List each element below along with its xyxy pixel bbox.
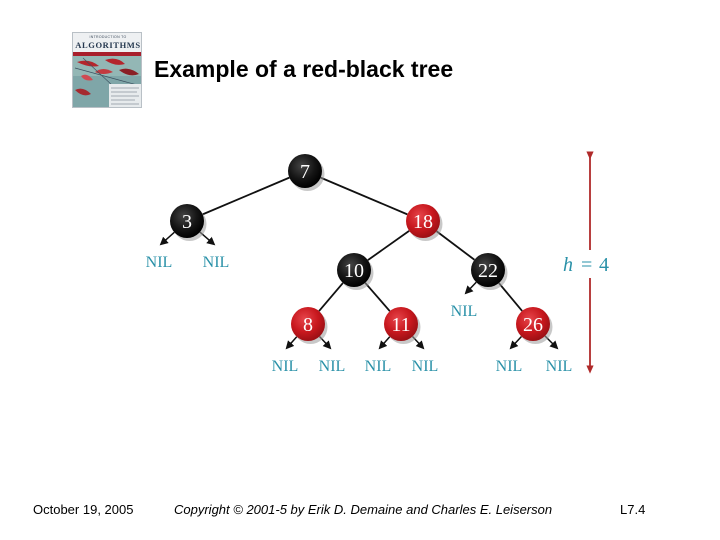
footer-page-number: L7.4 (620, 502, 646, 517)
nil-edge-22 (464, 281, 477, 295)
nil-leaf-label: NIL (272, 358, 299, 375)
height-value: 4 (599, 254, 609, 276)
nil-edge-3 (159, 231, 175, 246)
node-key-label: 11 (391, 314, 410, 336)
nil-edges (159, 231, 559, 350)
node-circle-red (291, 307, 325, 341)
nil-leaf-label: NIL (412, 358, 439, 375)
node-circle-red (516, 307, 550, 341)
footer-copyright: Copyright © 2001-5 by Erik D. Demaine an… (174, 502, 553, 517)
node-key-label: 3 (182, 211, 192, 233)
node-circle-black (170, 204, 204, 238)
node-key-label: 10 (344, 260, 364, 282)
node-key-label: 8 (303, 314, 313, 336)
tree-node-7: 7 (288, 154, 325, 191)
book-cover-stripe (73, 52, 141, 56)
node-circle-black (471, 253, 505, 287)
tree-edge-7-3 (202, 176, 290, 216)
nil-leaf-label: NIL (146, 254, 173, 271)
nil-leaf-label: NIL (496, 358, 523, 375)
height-marker: h = 4 (563, 151, 609, 374)
book-cover-title: ALGORITHMS (75, 40, 141, 50)
nil-leaf-label: NIL (451, 303, 478, 320)
nil-edge-8 (285, 336, 298, 350)
node-key-label: 18 (413, 211, 433, 233)
height-variable: h (563, 254, 573, 276)
node-circle-black (337, 253, 371, 287)
height-equals: = (581, 254, 592, 276)
tree-edge-7-18 (320, 176, 408, 216)
tree-node-3: 3 (170, 204, 207, 241)
nil-labels: NIL NIL NIL NIL NIL NIL NIL NIL NIL (146, 254, 573, 375)
book-cover-small-text: INTRODUCTION TO (89, 35, 127, 39)
node-key-label: 7 (300, 161, 310, 183)
book-cover-artwork (73, 56, 141, 107)
node-key-label: 22 (478, 260, 498, 282)
tree-edge-10-8 (318, 282, 344, 312)
tree-node-10: 10 (337, 253, 374, 290)
tree-node-26: 26 (516, 307, 553, 344)
node-key-label: 26 (523, 314, 543, 336)
tree-node-22: 22 (471, 253, 508, 290)
node-circle-red (406, 204, 440, 238)
tree-node-8: 8 (291, 307, 328, 344)
tree-edge-22-26 (498, 282, 523, 312)
tree-edge-18-10 (367, 230, 410, 261)
nil-leaf-label: NIL (319, 358, 346, 375)
tree-edges (202, 176, 523, 312)
nil-edge-11 (378, 336, 391, 350)
tree-node-18: 18 (406, 204, 443, 241)
tree-nodes: 7 3 18 10 22 8 11 26 (170, 154, 553, 344)
nil-leaf-label: NIL (546, 358, 573, 375)
tree-edge-18-22 (436, 230, 475, 261)
node-circle-red (384, 307, 418, 341)
tree-node-11: 11 (384, 307, 421, 344)
nil-leaf-label: NIL (365, 358, 392, 375)
tree-edge-10-11 (364, 282, 391, 312)
node-circle-black (288, 154, 322, 188)
footer-date: October 19, 2005 (33, 502, 134, 517)
nil-leaf-label: NIL (203, 254, 230, 271)
nil-edge-26 (509, 335, 523, 350)
book-cover-header (73, 33, 141, 53)
book-cover-image: INTRODUCTION TO ALGORITHMS (72, 32, 142, 108)
slide-title: Example of a red-black tree (154, 56, 454, 82)
